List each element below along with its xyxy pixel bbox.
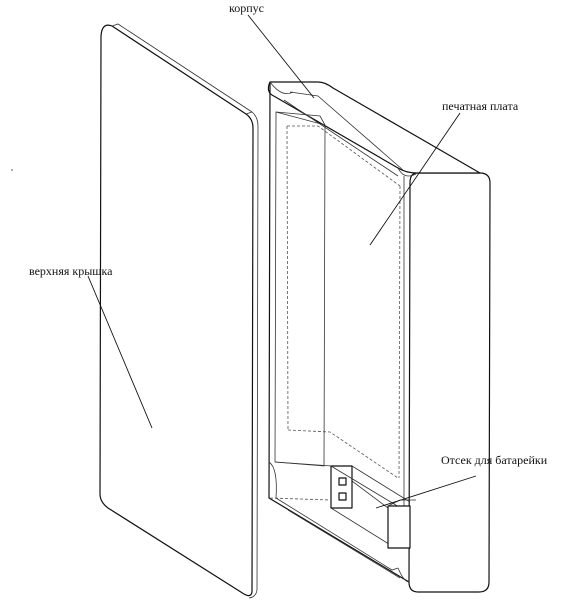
- housing-hidden-left: [286, 125, 289, 431]
- label-battery-compartment: Отсек для батарейки: [441, 453, 548, 467]
- battery-end-block: [387, 505, 411, 549]
- battery-compartment-block: [330, 465, 416, 549]
- housing-fillet-top-right: [397, 167, 417, 177]
- leader-battery-compartment: [375, 475, 477, 509]
- housing-rim-top: [289, 91, 404, 171]
- housing-hidden-bottom: [287, 429, 399, 479]
- housing-hidden-top: [287, 125, 401, 187]
- battery-contact-lower: [338, 492, 347, 501]
- housing-fillet-bottom-left: [268, 461, 277, 499]
- top-cover-edge-inner: [245, 111, 253, 115]
- top-cover-edge: [111, 23, 259, 599]
- housing-part: [267, 81, 491, 593]
- leader-top-cover: [87, 275, 153, 429]
- housing-hidden-right: [398, 185, 401, 479]
- battery-compartment-bottom: [330, 507, 393, 547]
- label-top-cover: верхняя крышка: [29, 264, 113, 278]
- top-cover-outline: [99, 24, 254, 597]
- top-cover-part: [99, 23, 259, 599]
- housing-hidden-base: [269, 497, 331, 501]
- housing-front-face: [408, 172, 491, 593]
- housing-inner-ledge: [275, 111, 326, 126]
- housing-fillet-bottom-right: [397, 567, 410, 583]
- battery-compartment-side: [351, 465, 411, 503]
- housing-inner-left-wall: [274, 111, 326, 467]
- label-circuit-board: печатная плата: [442, 99, 519, 113]
- housing-top-face: [267, 81, 481, 174]
- housing-bottom-inner: [275, 497, 399, 571]
- leader-circuit-board: [369, 112, 461, 246]
- housing-rim-top-2: [283, 99, 399, 177]
- housing-fillet-top-left: [269, 81, 294, 95]
- housing-bottom-inner-2: [287, 509, 401, 579]
- leader-body: [247, 14, 315, 99]
- battery-contact-upper: [338, 477, 347, 486]
- battery-compartment-front: [330, 465, 353, 509]
- label-body: корпус: [229, 1, 264, 15]
- housing-left-edge: [268, 81, 410, 583]
